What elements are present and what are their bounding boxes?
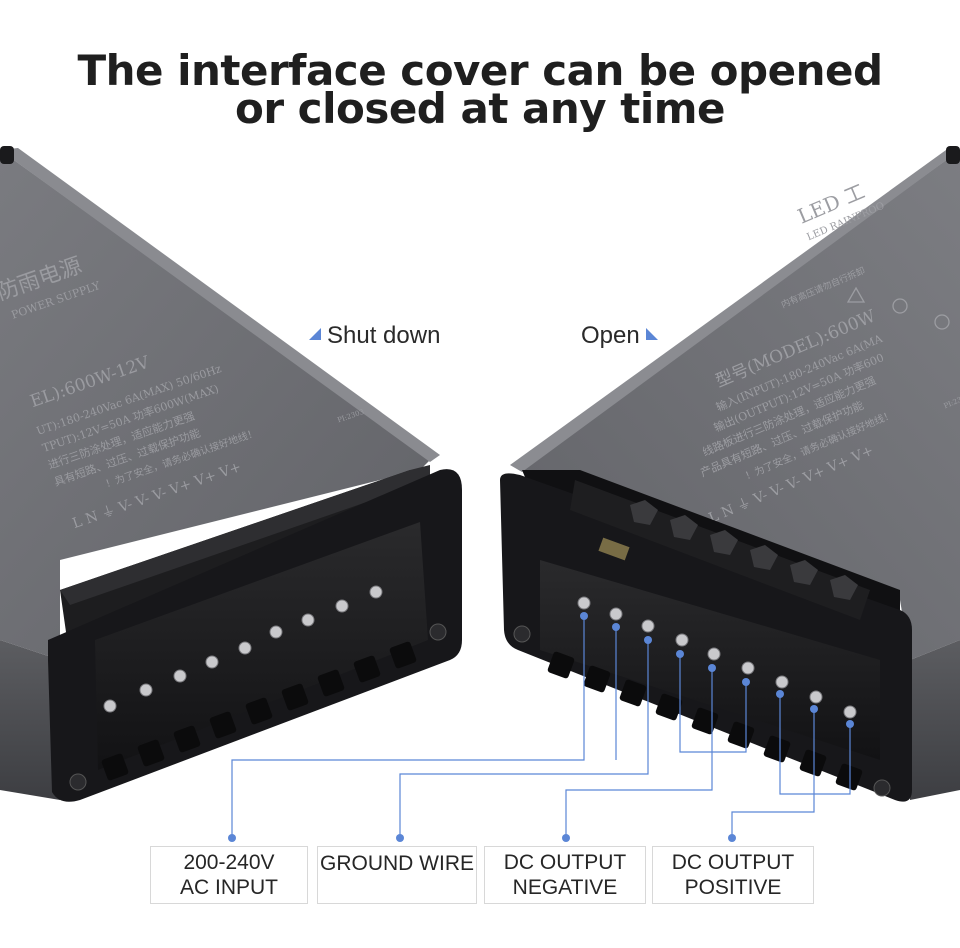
page-title: The interface cover can be opened or clo…	[0, 46, 960, 133]
hazard-icons	[846, 286, 950, 330]
state-shut-text: Shut down	[327, 322, 441, 349]
triangle-marker-icon	[309, 327, 321, 340]
label-line-1: 200-240V	[183, 851, 275, 874]
label-ac-input: 200-240V AC INPUT	[150, 846, 308, 904]
label-line-1: DC OUTPUT	[503, 851, 627, 874]
callout-negative-2	[565, 668, 713, 836]
state-label-shut: Shut down	[309, 322, 440, 350]
callout-positive	[779, 694, 851, 795]
label-line-2: NEGATIVE	[512, 876, 618, 899]
label-line-1: DC OUTPUT	[671, 851, 795, 874]
label-line-2: POSITIVE	[684, 876, 782, 899]
label-dc-negative: DC OUTPUT NEGATIVE	[484, 846, 646, 904]
title-line-2: or closed at any time	[234, 84, 726, 133]
callout-lines	[231, 616, 851, 836]
label-line-1: GROUND WIRE	[320, 851, 474, 875]
callout-negative	[679, 654, 747, 753]
label-ground-wire: GROUND WIRE	[317, 846, 477, 904]
left-power-supply: 防雨电源 POWER SUPPLY EL):600W-12V UT):180-2…	[0, 146, 462, 802]
state-open-text: Open	[581, 322, 640, 349]
left-terminal-screws	[103, 585, 383, 713]
callout-ac-input	[231, 616, 585, 836]
title-line-1: The interface cover can be opened	[77, 46, 883, 95]
callout-dots	[228, 612, 854, 842]
right-power-supply: LED 工 LED RAINPROO 内有高压请勿自行拆卸 型号(MODEL):…	[500, 146, 960, 802]
callout-positive-2	[731, 709, 815, 836]
label-line-2: AC INPUT	[179, 876, 278, 899]
state-label-open: Open	[581, 322, 658, 350]
right-terminal-screws	[577, 596, 857, 719]
triangle-marker-icon	[645, 327, 658, 340]
callout-ground	[399, 640, 649, 836]
label-dc-positive: DC OUTPUT POSITIVE	[652, 846, 814, 904]
